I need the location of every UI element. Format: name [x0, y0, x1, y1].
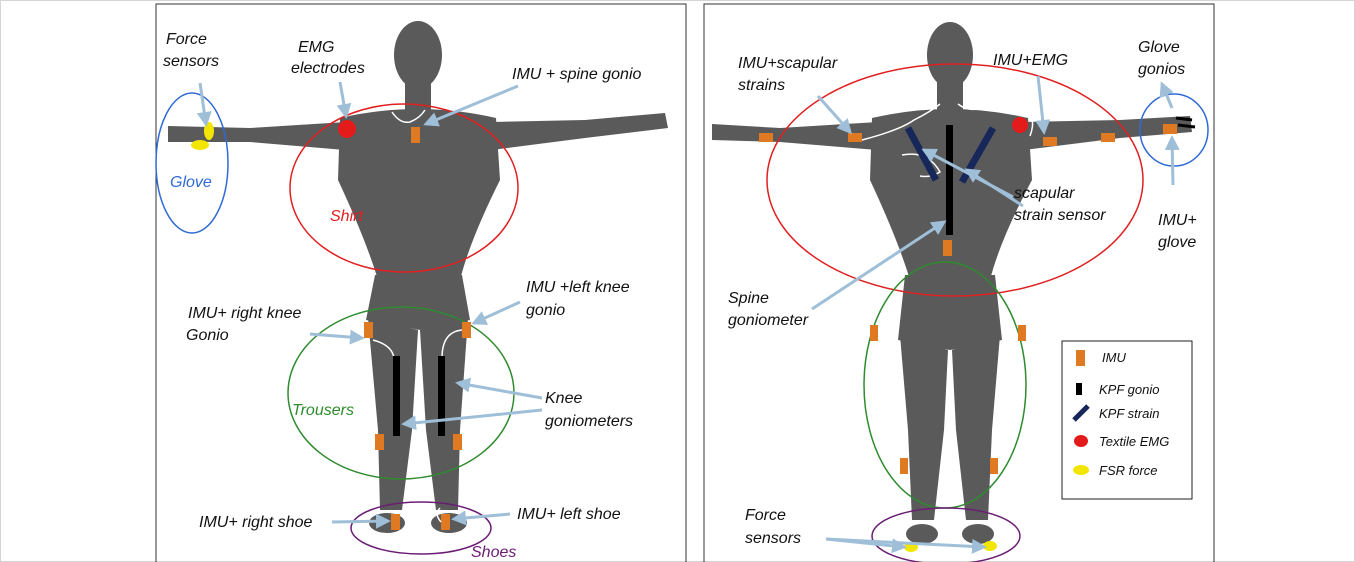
imu-sensor [943, 240, 952, 256]
kpf-gonio-icon [1076, 383, 1082, 395]
front-force-sensors-label: Force [166, 31, 207, 48]
emg-electrode [338, 120, 356, 138]
imu-icon [1076, 350, 1085, 366]
imu-right-shoe-label: IMU+ right shoe [199, 514, 312, 531]
imu-left-shoe-label: IMU+ left shoe [517, 506, 621, 523]
scapular-strain-sensor-label: scapular [1014, 185, 1075, 202]
imu-sensor [462, 322, 471, 338]
imu-right-knee-label: Gonio [186, 327, 229, 344]
imu-sensor [900, 458, 908, 474]
imu-sensor [990, 458, 998, 474]
glove-zone-front [156, 93, 228, 233]
kpf-gonio [946, 125, 953, 235]
imu-sensor [391, 514, 400, 530]
back-force-sensors-label: sensors [745, 530, 801, 547]
imu-glove-label: IMU+ [1158, 212, 1197, 229]
imu-sensor [1101, 133, 1115, 142]
trousers-label: Trousers [292, 402, 354, 419]
emg-electrodes-label: EMG [298, 39, 334, 56]
imu-spine-gonio-label: IMU + spine gonio [512, 66, 642, 83]
spine-goniometer-label: Spine [728, 290, 769, 307]
imu-sensor [1163, 124, 1177, 134]
shirt-label: Shirt [330, 208, 363, 225]
kpf-gonio [1176, 118, 1192, 120]
imu-sensor [870, 325, 878, 341]
imu-sensor [441, 514, 450, 530]
imu-sensor [411, 127, 420, 143]
kpf-gonio [438, 356, 445, 436]
imu-sensor [759, 133, 773, 142]
imu-sensor [364, 322, 373, 338]
imu-sensor [848, 133, 862, 142]
imu-left-knee-label: gonio [526, 302, 565, 319]
imu-scapular-strains-label: strains [738, 77, 785, 94]
fsr-sensor [204, 122, 214, 140]
knee-goniometers-label: Knee [545, 390, 582, 407]
front-force-sensors-label: sensors [163, 53, 219, 70]
knee-goniometers-label: goniometers [545, 413, 633, 430]
emg-electrodes-label: electrodes [291, 60, 365, 77]
shoes-zone-back [872, 508, 1020, 562]
glove-gonios-label: gonios [1138, 61, 1185, 78]
imu-left-knee-label: IMU +left knee [526, 279, 630, 296]
legend-label-fsr-force: FSR force [1099, 463, 1158, 478]
spine-goniometer-label: goniometer [728, 312, 809, 329]
imu-scapular-strains-label: IMU+scapular [738, 55, 838, 72]
imu-sensor [1018, 325, 1026, 341]
shoes-label: Shoes [471, 544, 516, 561]
back-force-sensors-label: Force [745, 507, 786, 524]
legend-label-kpf-strain: KPF strain [1099, 406, 1159, 421]
imu-glove-label: glove [1158, 234, 1196, 251]
imu-sensor [1043, 137, 1057, 146]
fsr-force-icon [1073, 465, 1089, 475]
scapular-strain-sensor-label: strain sensor [1014, 207, 1106, 224]
textile-emg-icon [1074, 435, 1088, 447]
glove-label: Glove [170, 174, 212, 191]
fsr-sensor [191, 140, 209, 150]
legend: IMU KPF gonio KPF strain Textile EMG FSR… [1062, 341, 1192, 499]
imu-sensor [453, 434, 462, 450]
glove-gonios-label: Glove [1138, 39, 1180, 56]
imu-emg-label: IMU+EMG [993, 52, 1068, 69]
emg-electrode [1012, 117, 1028, 133]
legend-label-imu: IMU [1102, 350, 1126, 365]
imu-right-knee-label: IMU+ right knee [188, 305, 301, 322]
legend-label-textile-emg: Textile EMG [1099, 434, 1169, 449]
kpf-gonio [1178, 125, 1195, 127]
fsr-sensor [983, 541, 997, 551]
legend-label-kpf-gonio: KPF gonio [1099, 382, 1159, 397]
kpf-gonio [393, 356, 400, 436]
imu-sensor [375, 434, 384, 450]
front-body-figure [168, 21, 668, 533]
